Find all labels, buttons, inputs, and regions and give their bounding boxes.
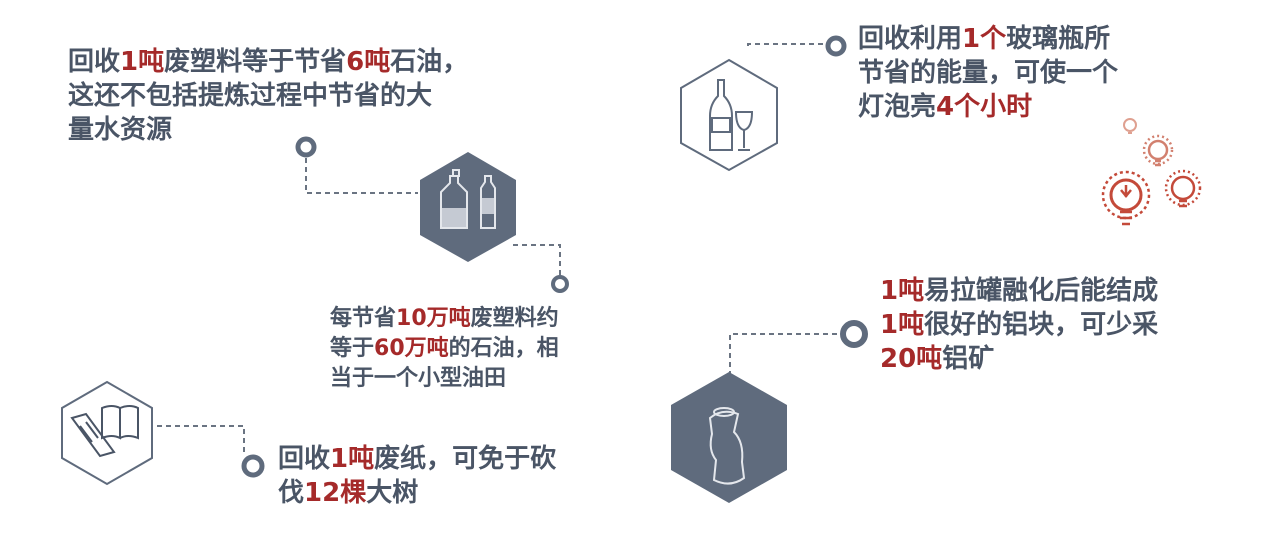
- lightbulb-icon: [1101, 118, 1202, 226]
- highlight-number: 1吨: [880, 310, 925, 340]
- fact-text: 石油，: [390, 47, 469, 77]
- fact-line: 回收1吨废塑料等于节省6吨石油，: [68, 45, 468, 79]
- connector-lines: [157, 43, 842, 456]
- connector-dot-can: [840, 320, 868, 348]
- fact-line: 灯泡亮4个小时: [858, 90, 1118, 124]
- fact-text: 当于一个小型油田: [330, 366, 507, 391]
- highlight-number: 1吨: [330, 444, 375, 474]
- fact-text: 的石油，相: [448, 336, 559, 361]
- fact-line: 这还不包括提炼过程中节省的大: [68, 79, 468, 113]
- highlight-number: 20吨: [880, 344, 943, 374]
- wine-bottle-glass-icon: [680, 58, 778, 172]
- connector-dot-plastic-oil: [295, 136, 317, 158]
- highlight-number: 1个: [962, 24, 1007, 54]
- fact-line: 等于60万吨的石油，相: [330, 334, 559, 364]
- fact-line: 节省的能量，可使一个: [858, 56, 1118, 90]
- fact-line: 伐12棵大树: [278, 476, 556, 510]
- connector-dot-glass: [825, 35, 847, 57]
- fact-line: 每节省10万吨废塑料约: [330, 304, 559, 334]
- connector-dots: [241, 35, 868, 478]
- fact-text: 回收: [278, 444, 331, 474]
- plastic-bottles-icon: [420, 152, 516, 262]
- fact-line: 1吨易拉罐融化后能结成: [880, 274, 1158, 308]
- highlight-number: 1吨: [880, 276, 925, 306]
- fact-text: 易拉罐融化后能结成: [924, 276, 1159, 306]
- fact-line: 量水资源: [68, 113, 468, 147]
- fact-text: 等于: [330, 336, 375, 361]
- newspaper-book-icon: [61, 380, 153, 486]
- fact-text: 废塑料等于节省: [164, 47, 347, 77]
- highlight-number: 4个小时: [936, 92, 1033, 122]
- highlight-number: 1吨: [120, 47, 165, 77]
- fact-text: 很好的铝块，可少采: [924, 310, 1159, 340]
- fact-line: 回收利用1个玻璃瓶所: [858, 22, 1118, 56]
- highlight-number: 60万吨: [374, 336, 449, 361]
- connector-dot-paper: [241, 454, 265, 478]
- fact-text: 大树: [366, 478, 419, 508]
- fact-text: 这还不包括提炼过程中节省的大: [68, 81, 433, 111]
- fact-text: 灯泡亮: [858, 92, 937, 122]
- crushed-can-icon: [671, 372, 787, 503]
- fact-text: 伐: [278, 478, 305, 508]
- fact-line: 回收1吨废纸，可免于砍: [278, 442, 556, 476]
- fact-plastic-oilfield: 每节省10万吨废塑料约等于60万吨的石油，相当于一个小型油田: [330, 304, 559, 394]
- fact-line: 当于一个小型油田: [330, 364, 559, 394]
- fact-glass-bottle: 回收利用1个玻璃瓶所节省的能量，可使一个灯泡亮4个小时: [858, 22, 1118, 124]
- fact-paper-trees: 回收1吨废纸，可免于砍伐12棵大树: [278, 442, 556, 510]
- fact-line: 20吨铝矿: [880, 342, 1158, 376]
- fact-text: 回收: [68, 47, 121, 77]
- fact-line: 1吨很好的铝块，可少采: [880, 308, 1158, 342]
- fact-text: 每节省: [330, 306, 397, 331]
- fact-text: 回收利用: [858, 24, 963, 54]
- fact-text: 废纸，可免于砍: [374, 444, 557, 474]
- fact-text: 节省的能量，可使一个: [858, 58, 1119, 88]
- highlight-number: 6吨: [346, 47, 391, 77]
- fact-text: 废塑料约: [470, 306, 559, 331]
- highlight-number: 10万吨: [396, 306, 471, 331]
- connector-dot-plastic-oilfield: [551, 275, 569, 293]
- fact-plastic-oil: 回收1吨废塑料等于节省6吨石油，这还不包括提炼过程中节省的大量水资源: [68, 45, 468, 147]
- fact-text: 玻璃瓶所: [1006, 24, 1111, 54]
- fact-text: 铝矿: [942, 344, 995, 374]
- highlight-number: 12棵: [304, 478, 367, 508]
- fact-text: 量水资源: [68, 115, 173, 145]
